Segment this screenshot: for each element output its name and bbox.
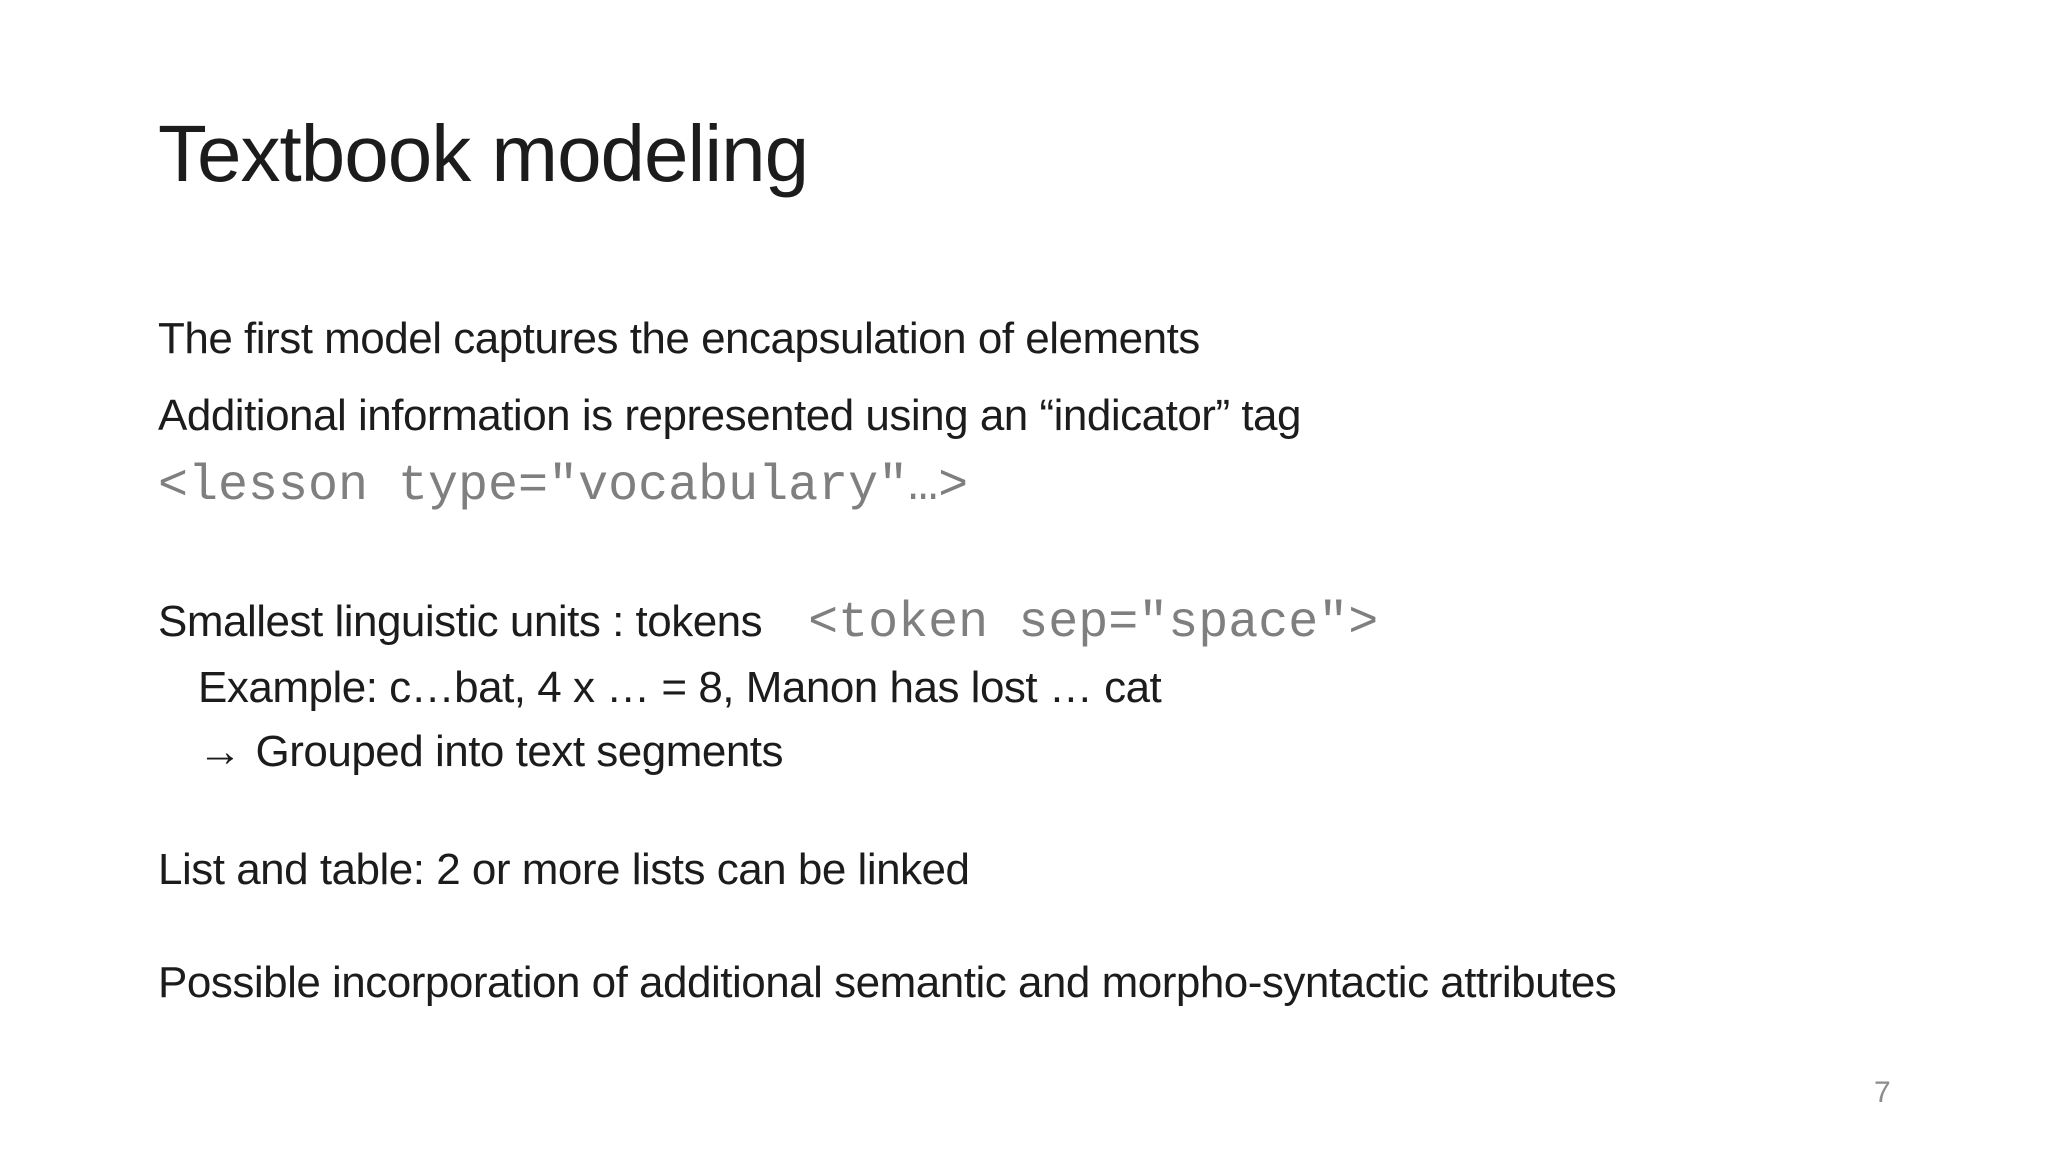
body-line-first-model: The first model captures the encapsulati… <box>158 314 1200 363</box>
arrow-right-icon: → <box>198 727 242 776</box>
code-line-lesson-tag: <lesson type="vocabulary"…> <box>158 458 969 515</box>
slide-title: Textbook modeling <box>158 109 809 198</box>
page-number: 7 <box>1874 1076 1891 1109</box>
body-line-example: Example: c…bat, 4 x … = 8, Manon has los… <box>198 663 1162 712</box>
code-token-tag: <token sep="space"> <box>808 595 1379 652</box>
body-line-smallest-units: Smallest linguistic units : tokens <token… <box>158 595 1378 652</box>
body-line-additional-info: Additional information is represented us… <box>158 391 1302 440</box>
grouped-text: Grouped into text segments <box>255 727 784 776</box>
body-line-grouped: → Grouped into text segments <box>198 727 784 777</box>
smallest-units-text: Smallest linguistic units : tokens <box>158 597 763 646</box>
body-line-possible-incorporation: Possible incorporation of additional sem… <box>158 958 1617 1007</box>
body-line-list-table: List and table: 2 or more lists can be l… <box>158 845 970 894</box>
